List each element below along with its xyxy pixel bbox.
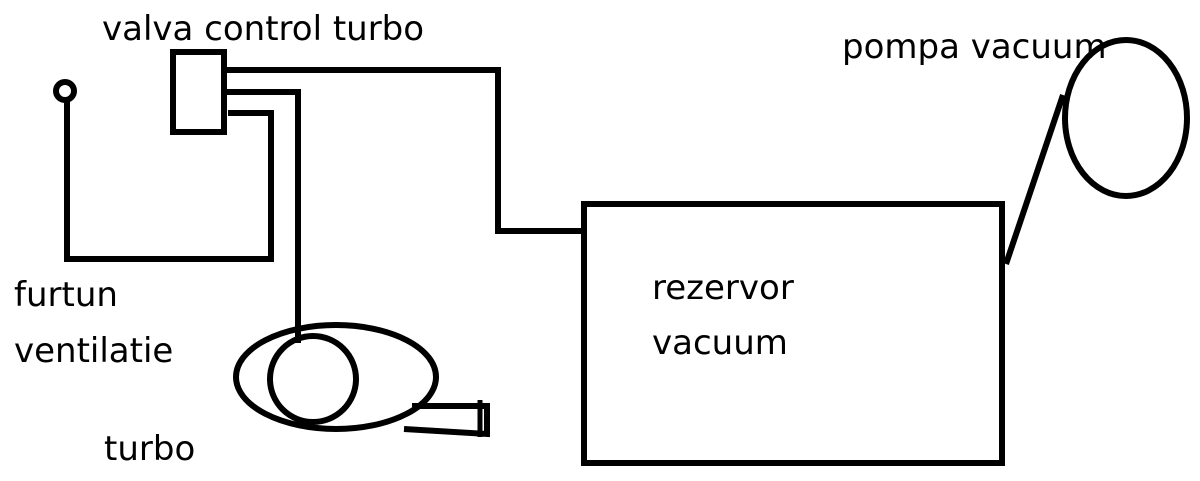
- label-pompa-vacuum: pompa vacuum: [842, 27, 1107, 67]
- valve-to-reservoir-line: [225, 67, 584, 234]
- label-vacuum: vacuum: [652, 323, 788, 363]
- turbo-outlet: [403, 403, 490, 438]
- turbo-housing: [233, 322, 439, 432]
- vent-hose: [64, 100, 274, 262]
- valve-to-turbo-line: [226, 89, 301, 343]
- vent-fitting: [53, 79, 77, 103]
- label-furtun: furtun: [14, 275, 118, 315]
- vacuum-reservoir: [581, 201, 1005, 466]
- label-rezervor: rezervor: [652, 268, 794, 308]
- turbo-control-valve: [170, 49, 227, 135]
- pump-to-reservoir-line: [1003, 94, 1066, 265]
- vacuum-pump: [1062, 37, 1190, 199]
- label-ventilatie: ventilatie: [14, 331, 173, 371]
- turbo-inlet: [267, 333, 359, 425]
- label-turbo: turbo: [104, 429, 195, 469]
- label-valva-control-turbo: valva control turbo: [102, 9, 424, 49]
